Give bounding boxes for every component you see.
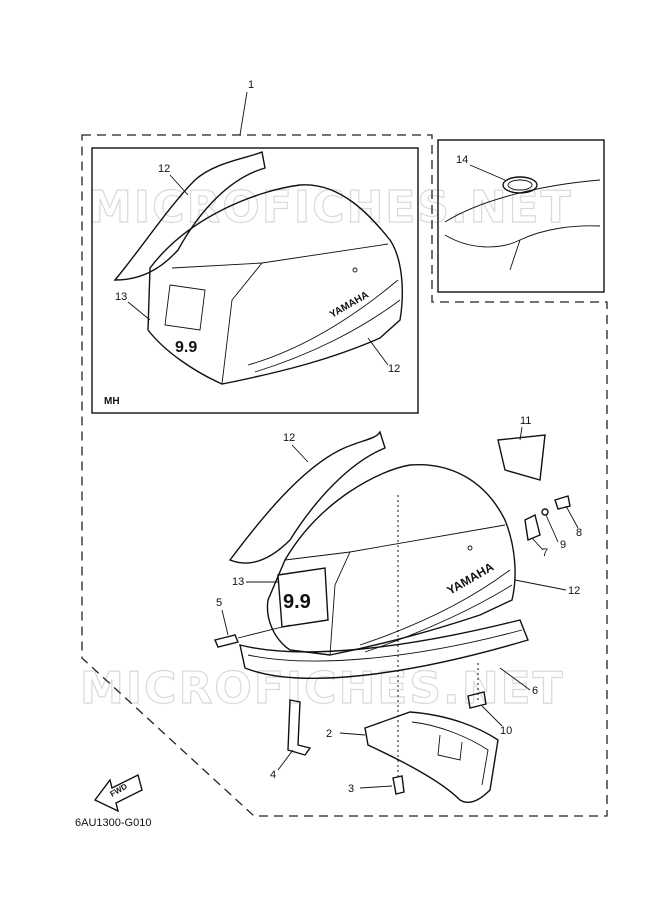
leader-11	[519, 426, 523, 441]
leader-14	[469, 164, 506, 181]
leader-2	[339, 732, 366, 736]
callout-8: 8	[576, 527, 582, 539]
callout-7: 7	[542, 547, 548, 559]
callout-12-main-side: 12	[568, 585, 580, 597]
leader-10	[481, 705, 503, 727]
screw-5	[214, 624, 291, 648]
leader-12a	[169, 174, 189, 196]
callout-10: 10	[500, 725, 512, 737]
callout-5: 5	[216, 597, 222, 609]
callout-12-main-top: 12	[283, 432, 295, 444]
leader-12c	[291, 444, 309, 463]
screw-3	[392, 775, 405, 795]
main-yamaha-decal: YAMAHA	[445, 560, 497, 598]
callout-4: 4	[270, 769, 276, 781]
leader-5	[221, 609, 229, 636]
inset-side-decal-12	[113, 151, 266, 281]
callout-3: 3	[348, 783, 354, 795]
inset-label-mh: MH	[104, 396, 120, 407]
callout-9: 9	[560, 539, 566, 551]
clip-10	[467, 691, 487, 709]
washer-9	[541, 508, 549, 516]
leader-9	[545, 514, 559, 543]
callout-6: 6	[532, 685, 538, 697]
callout-11: 11	[520, 415, 531, 427]
callout-14: 14	[456, 154, 468, 166]
drawing-code: 6AU1300-G010	[75, 817, 151, 829]
callout-1: 1	[248, 79, 254, 91]
inset-14-box	[437, 139, 605, 293]
leader-12b	[367, 337, 389, 366]
side-decal-12	[228, 430, 386, 564]
leader-3	[359, 785, 393, 789]
leader-13a	[127, 301, 151, 321]
grommet-14-inner	[507, 179, 533, 191]
bracket-4	[287, 699, 312, 756]
leader-4	[277, 749, 294, 771]
latch-7	[524, 513, 541, 541]
inset-14-cowl-edge	[444, 179, 601, 271]
leader-8	[565, 505, 579, 529]
callout-12-inset-side: 12	[388, 363, 400, 375]
watermark-top: MICROFICHES.NET	[88, 182, 573, 233]
inset-hp-decal: 9.9	[175, 339, 197, 356]
leader-6	[499, 667, 531, 691]
screw-8	[554, 495, 571, 510]
callout-13-main: 13	[232, 576, 244, 588]
decal-13-plate: 9.9	[277, 567, 329, 628]
leader-1	[239, 91, 248, 136]
fwd-arrow-icon: FWD	[93, 773, 143, 813]
leader-7	[531, 537, 544, 551]
main-top-cowling: YAMAHA	[266, 463, 516, 656]
watermark-bottom: MICROFICHES.NET	[80, 663, 565, 714]
callout-13-inset: 13	[115, 291, 127, 303]
main-hp-decal: 9.9	[283, 591, 311, 613]
seal-6	[239, 619, 529, 679]
callout-2: 2	[326, 728, 332, 740]
handle-2	[364, 711, 499, 803]
assembly-outline	[81, 134, 608, 817]
mh-inset-box	[91, 147, 419, 414]
callout-12-inset-top: 12	[158, 163, 170, 175]
label-11	[497, 434, 546, 481]
leader-12d	[514, 579, 567, 591]
grommet-14	[502, 176, 538, 194]
